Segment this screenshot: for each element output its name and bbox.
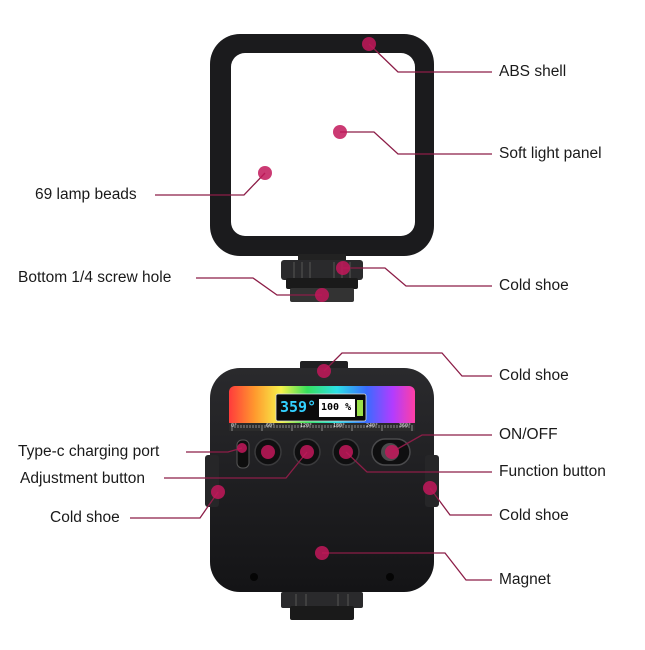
brightness-box	[319, 399, 355, 417]
scale-label: 0°	[231, 423, 238, 429]
label-cold-shoe-top: Cold shoe	[499, 367, 569, 384]
dot-function-button	[339, 445, 353, 459]
label-adjustment-button: Adjustment button	[20, 470, 145, 487]
cold-shoe-knob	[286, 278, 358, 289]
right-rail	[425, 455, 439, 507]
dot-cold-shoe-top	[336, 261, 350, 275]
label-screw-hole: Bottom 1/4 screw hole	[18, 269, 172, 286]
hue-readout: 359°	[280, 398, 317, 416]
dot-cold-shoe-left	[211, 485, 225, 499]
brightness-readout: 100 %	[321, 402, 352, 413]
battery-icon	[357, 400, 363, 416]
bottom-light-device	[205, 361, 439, 620]
top-light-device	[210, 34, 434, 302]
leader-soft-light-panel	[340, 131, 492, 155]
label-cold-shoe-right: Cold shoe	[499, 507, 569, 524]
leader-cold-shoe-right	[429, 487, 492, 516]
dot-adjustment-button-2	[300, 445, 314, 459]
label-lamp-beads: 69 lamp beads	[35, 186, 137, 203]
foot-left	[250, 573, 258, 581]
label-function-button: Function button	[499, 463, 606, 480]
mount-neck	[298, 254, 346, 262]
leader-lamp-beads	[155, 172, 266, 196]
cold-shoe-mount-top	[281, 260, 363, 280]
scale-tick-marks	[231, 425, 413, 431]
leader-abs-shell	[368, 43, 492, 73]
label-abs-shell: ABS shell	[499, 63, 567, 80]
leader-adjustment-button	[164, 451, 308, 479]
label-cold-shoe-left: Cold shoe	[50, 509, 120, 526]
dot-adjustment-button	[261, 445, 275, 459]
leader-magnet	[322, 552, 492, 581]
label-magnet: Magnet	[499, 571, 551, 588]
dot-type-c	[237, 443, 247, 453]
leader-screw-hole	[196, 277, 322, 296]
label-on-off: ON/OFF	[499, 426, 558, 443]
label-type-c-port: Type-c charging port	[18, 443, 160, 460]
bottom-knob-ridges	[295, 594, 349, 606]
scale-label: 180°	[333, 423, 346, 429]
dot-lamp-beads	[258, 166, 272, 180]
dot-cold-shoe-bottom-top	[317, 364, 331, 378]
callout-dots	[211, 37, 437, 560]
dot-soft-light-panel	[333, 125, 347, 139]
dot-on-off	[385, 445, 399, 459]
dot-abs-shell	[362, 37, 376, 51]
dot-screw-hole	[315, 288, 329, 302]
leader-on-off	[391, 434, 492, 453]
label-cold-shoe-top-device: Cold shoe	[499, 277, 569, 294]
dot-cold-shoe-right	[423, 481, 437, 495]
leader-cold-shoe-top	[343, 267, 492, 287]
dot-magnet	[315, 546, 329, 560]
leader-cold-shoe-bottom-top	[323, 352, 492, 377]
leader-function-button	[345, 451, 492, 473]
leader-lines	[130, 43, 492, 581]
foot-right	[386, 573, 394, 581]
leader-cold-shoe-left	[130, 491, 219, 519]
scale-label: 240°	[366, 423, 379, 429]
scale-label: 60°	[266, 423, 276, 429]
scale-label: 360°	[399, 423, 412, 429]
bottom-mount	[281, 592, 363, 608]
soft-light-panel	[231, 53, 415, 236]
bottom-knob	[290, 606, 354, 620]
scale-label: 120°	[300, 423, 313, 429]
label-soft-light-panel: Soft light panel	[499, 145, 602, 162]
left-rail	[205, 455, 219, 507]
